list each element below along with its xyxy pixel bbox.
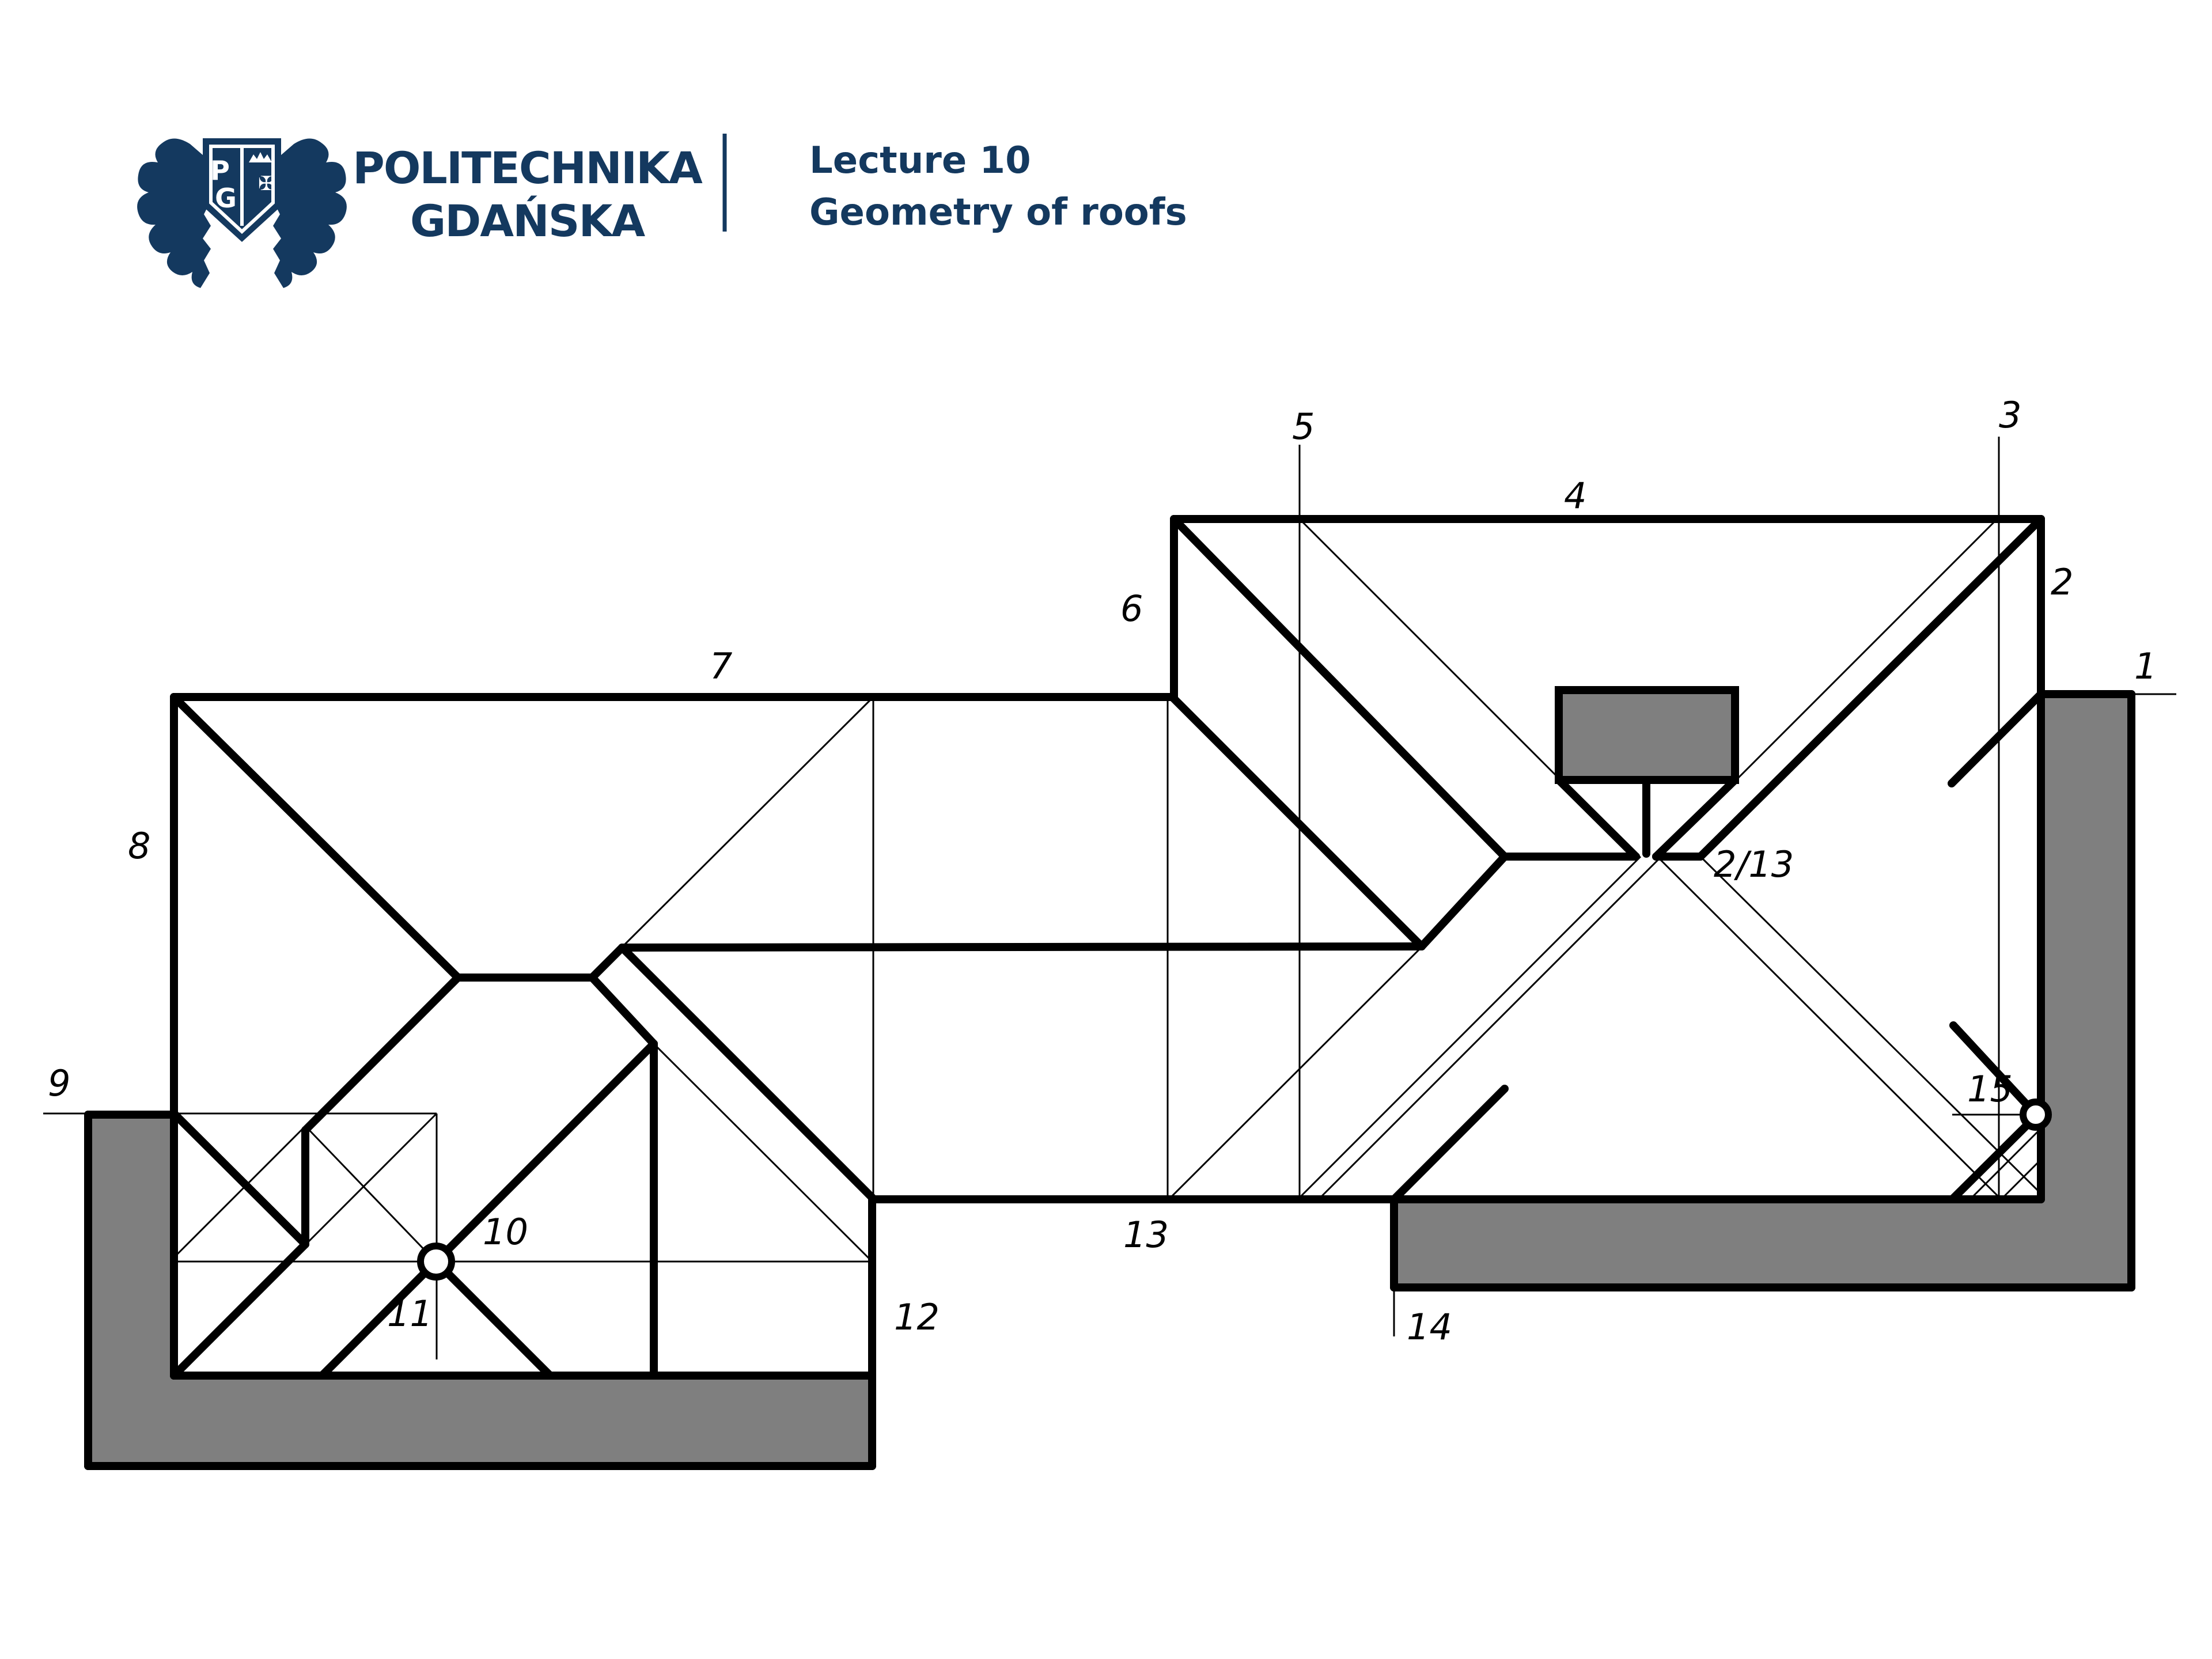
roof-edge-line bbox=[301, 974, 462, 1134]
construction-line bbox=[1297, 855, 1642, 1200]
roof-label-1: 1 bbox=[2134, 645, 2157, 687]
crest-shield-inner bbox=[209, 145, 275, 234]
roof-label-15: 15 bbox=[1967, 1068, 2013, 1110]
crest-lion-left-icon bbox=[137, 138, 212, 288]
construction-line bbox=[621, 696, 874, 948]
roof-edge-line bbox=[318, 1268, 429, 1380]
construction-line bbox=[1656, 855, 2002, 1200]
roof-edge-line bbox=[1390, 1085, 1509, 1203]
roof-edge-line bbox=[1555, 776, 1640, 861]
construction-line bbox=[1699, 855, 2042, 1195]
roof-label-8: 8 bbox=[128, 825, 150, 867]
roof-label-5: 5 bbox=[1292, 406, 1315, 448]
crest-crown-icon bbox=[249, 152, 272, 162]
roof-edge-line bbox=[443, 1268, 554, 1380]
header: P G ✠ POLITECHNIKA GDAŃSKA Lecture 10 Ge… bbox=[137, 134, 1187, 288]
construction-line bbox=[1298, 518, 1560, 779]
construction-line bbox=[2000, 1158, 2042, 1200]
roof-edge-line bbox=[1949, 1021, 2030, 1108]
crest-monogram-p: P bbox=[210, 155, 230, 186]
construction-line bbox=[1317, 855, 1662, 1200]
roof-edge-line bbox=[170, 1240, 309, 1380]
construction-line bbox=[653, 1043, 873, 1263]
roof-label-9: 9 bbox=[48, 1062, 70, 1104]
terrace-left bbox=[88, 1115, 872, 1466]
roof-label-11: 11 bbox=[387, 1293, 433, 1335]
roof-label-4: 4 bbox=[1564, 475, 1586, 517]
crest-lion-right-icon bbox=[272, 138, 347, 288]
roof-edge-line bbox=[170, 1109, 309, 1248]
roof-label-2: 2 bbox=[2051, 561, 2073, 603]
terrace-right bbox=[1394, 694, 2131, 1287]
construction-line bbox=[173, 1125, 306, 1259]
roof-edge-line bbox=[443, 1040, 658, 1255]
construction-line bbox=[308, 1129, 426, 1252]
university-name-line2: GDAŃSKA bbox=[410, 195, 646, 247]
roof-label-2/13: 2/13 bbox=[1714, 843, 1794, 885]
roof-edge-line bbox=[588, 944, 626, 982]
construction-line bbox=[1969, 1127, 2042, 1200]
roof-edge-line bbox=[170, 693, 462, 982]
roof-edge-line bbox=[618, 942, 1426, 952]
roof-edge-line bbox=[1652, 776, 1739, 861]
construction-line bbox=[1168, 946, 1423, 1200]
chimney bbox=[1555, 686, 1739, 784]
roof-edge-line bbox=[1949, 1121, 2031, 1202]
roof-label-6: 6 bbox=[1120, 588, 1143, 630]
crest-monogram-g: G bbox=[215, 183, 237, 214]
roof-edge-line bbox=[1418, 853, 1509, 950]
lecture-number: Lecture 10 bbox=[809, 139, 1031, 182]
roof-label-3: 3 bbox=[1999, 394, 2021, 436]
roof-edge-line bbox=[588, 974, 658, 1048]
ridge-node-left bbox=[417, 1243, 455, 1281]
crest-crosses: ✠ bbox=[258, 172, 275, 195]
roof-label-14: 14 bbox=[1407, 1306, 1452, 1348]
roof-label-10: 10 bbox=[483, 1211, 528, 1253]
construction-line bbox=[306, 1112, 438, 1244]
roof-label-13: 13 bbox=[1123, 1214, 1169, 1256]
roof-edge-line bbox=[1168, 693, 1426, 950]
construction-line bbox=[1734, 518, 1998, 782]
lecture-title: Geometry of roofs bbox=[809, 191, 1187, 234]
roof-edge-line bbox=[1696, 515, 2045, 861]
ridge-node-right bbox=[2020, 1099, 2052, 1131]
roof-label-12: 12 bbox=[894, 1296, 940, 1338]
roof-edge-line bbox=[618, 944, 876, 1202]
roof-edge-line bbox=[1170, 515, 1509, 861]
roof-label-7: 7 bbox=[710, 645, 732, 687]
university-name-line1: POLITECHNIKA bbox=[353, 142, 703, 194]
roof-edge-line bbox=[1948, 690, 2045, 787]
pg-crest-logo: P G ✠ bbox=[137, 138, 347, 288]
